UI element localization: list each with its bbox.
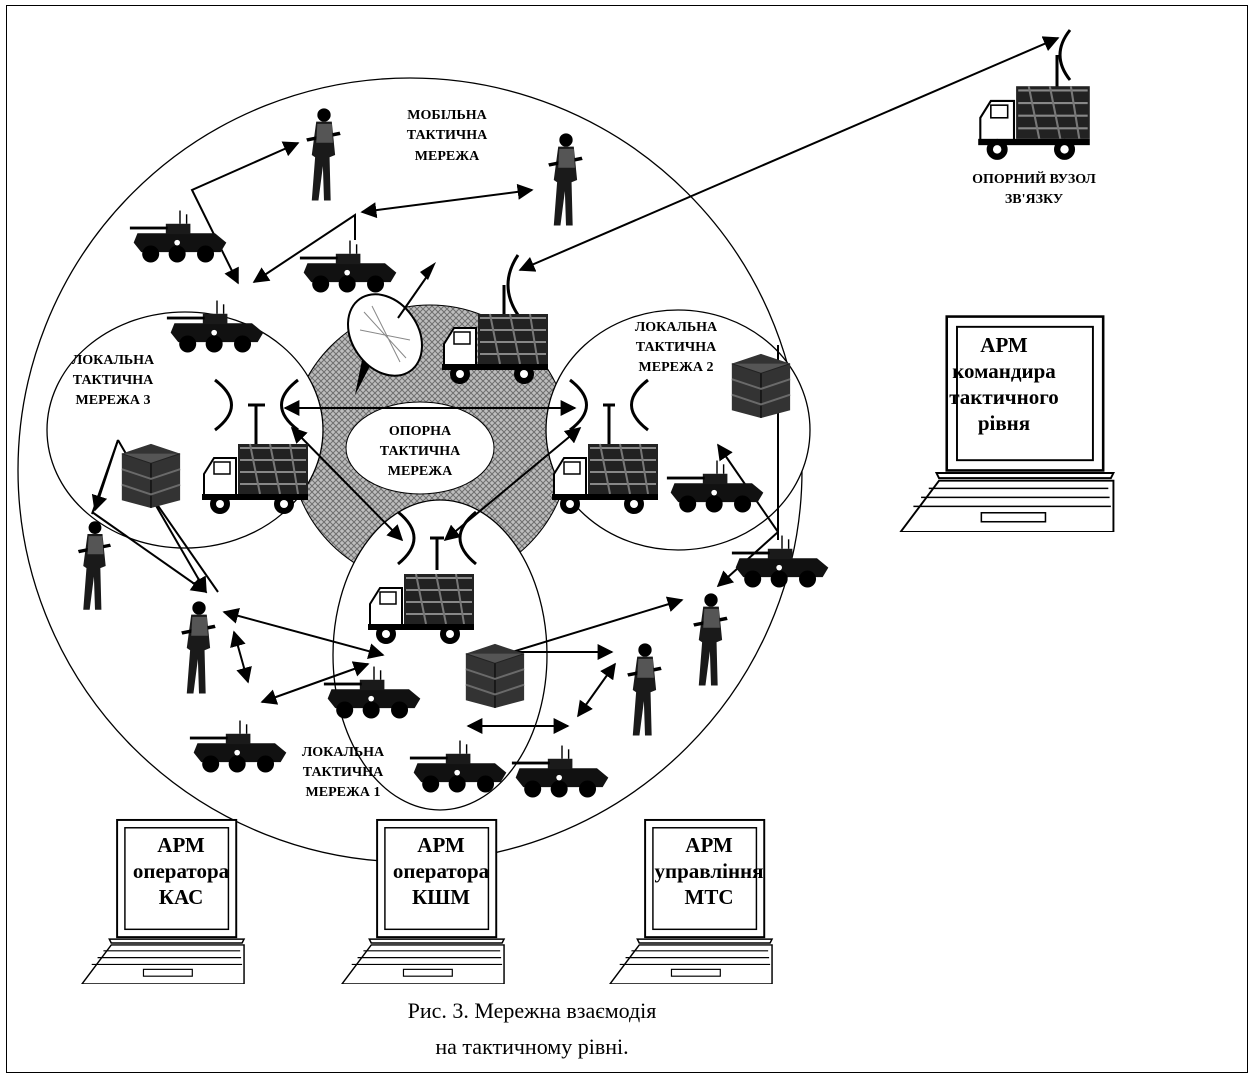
figure-frame (6, 5, 1248, 1073)
apc-vehicle-icon (129, 210, 228, 264)
soldier-icon (77, 521, 111, 610)
label-mobile-network: МОБІЛЬНА ТАКТИЧНА МЕРЕЖА (407, 108, 488, 164)
caption-line1: Рис. 3. Мережна взаємодія (408, 998, 657, 1023)
workstation-kas: АРМ оператора КАС (80, 818, 246, 984)
satellite-dish-icon (347, 262, 436, 395)
workstation-kas-line2: оператора (133, 859, 230, 883)
local-network-1-line3: МЕРЕЖА 1 (306, 785, 381, 800)
soldier-icon (548, 133, 583, 226)
backbone-network-line1: ОПОРНА (389, 424, 452, 439)
workstation-commander-line3: тактичного (949, 385, 1059, 409)
workstation-commander-line1: АРМ (980, 333, 1028, 357)
hub-truck-icon (977, 85, 1091, 161)
backbone-network-line2: ТАКТИЧНА (380, 444, 461, 459)
mobile-network-line2: ТАКТИЧНА (407, 128, 488, 143)
workstation-kas-line3: КАС (159, 885, 204, 909)
workstation-kshm-line2: оператора (393, 859, 490, 883)
local-network-3-line1: ЛОКАЛЬНА (72, 353, 155, 368)
apc-vehicle-icon (166, 300, 265, 354)
local-network-2-line2: ТАКТИЧНА (636, 340, 717, 355)
local-network-1-line1: ЛОКАЛЬНА (302, 745, 385, 760)
local-network-3-line2: ТАКТИЧНА (73, 373, 154, 388)
workstation-kas-line1: АРМ (157, 833, 205, 857)
workstation-mts: АРМ управління МТС (608, 818, 774, 984)
mobile-network-line1: МОБІЛЬНА (407, 108, 487, 123)
backbone-network-line3: МЕРЕЖА (388, 464, 453, 479)
workstation-commander-line2: командира (952, 359, 1056, 383)
local-network-2-line3: МЕРЕЖА 2 (639, 360, 714, 375)
soldier-icon (306, 108, 341, 201)
apc-vehicle-icon (731, 535, 830, 589)
server-icon (730, 352, 792, 420)
workstation-kshm-line3: КШМ (412, 885, 470, 909)
label-local-network-3: ЛОКАЛЬНА ТАКТИЧНА МЕРЕЖА 3 (72, 353, 155, 408)
apc-vehicle-icon (189, 720, 288, 774)
label-comm-hub: ОПОРНИЙ ВУЗОЛ ЗВ'ЯЗКУ (972, 170, 1096, 207)
comm-hub-line1: ОПОРНИЙ ВУЗОЛ (972, 170, 1096, 187)
comm-hub-line2: ЗВ'ЯЗКУ (1005, 192, 1063, 207)
apc-vehicle-icon (299, 240, 398, 294)
workstation-kshm-line1: АРМ (417, 833, 465, 857)
caption-line2: на тактичному рівні. (435, 1034, 628, 1059)
server-icon (120, 442, 182, 510)
label-local-network-1: ЛОКАЛЬНА ТАКТИЧНА МЕРЕЖА 1 (302, 745, 385, 800)
soldier-icon (627, 643, 662, 736)
soldier-icon (181, 601, 216, 694)
local-network-3-line3: МЕРЕЖА 3 (76, 393, 151, 408)
server-icon (464, 642, 526, 710)
workstation-mts-line1: АРМ (685, 833, 733, 857)
workstation-mts-line2: управління (654, 859, 763, 883)
antennas (214, 29, 1072, 570)
workstation-commander: АРМ командира тактичного рівня (899, 315, 1115, 532)
apc-vehicle-icon (511, 745, 610, 799)
soldier-icon (693, 593, 728, 686)
label-local-network-2: ЛОКАЛЬНА ТАКТИЧНА МЕРЕЖА 2 (635, 320, 718, 375)
workstation-mts-line3: МТС (685, 885, 734, 909)
local-network-1-line2: ТАКТИЧНА (303, 765, 384, 780)
local-network-2-line1: ЛОКАЛЬНА (635, 320, 718, 335)
mobile-network-line3: МЕРЕЖА (415, 149, 480, 164)
label-backbone-network: ОПОРНА ТАКТИЧНА МЕРЕЖА (380, 424, 461, 479)
workstation-commander-line4: рівня (978, 411, 1030, 435)
workstation-kshm: АРМ оператора КШМ (340, 818, 506, 984)
